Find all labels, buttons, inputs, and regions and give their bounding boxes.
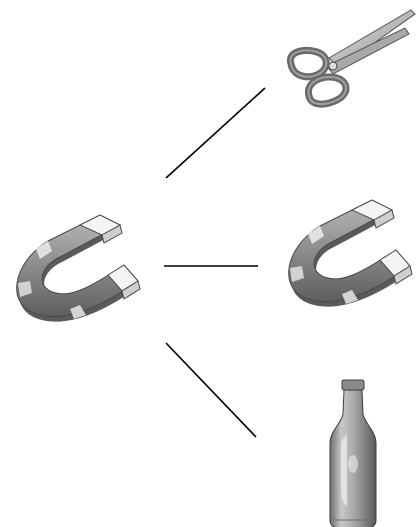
- connector-line-to-scissors: [166, 88, 265, 178]
- horseshoe-magnet-icon: [289, 200, 412, 307]
- scissors-icon: [290, 10, 415, 104]
- glass-bottle-icon: [330, 380, 376, 527]
- connector-line-to-bottle: [166, 343, 256, 437]
- horseshoe-magnet-icon: [17, 215, 140, 322]
